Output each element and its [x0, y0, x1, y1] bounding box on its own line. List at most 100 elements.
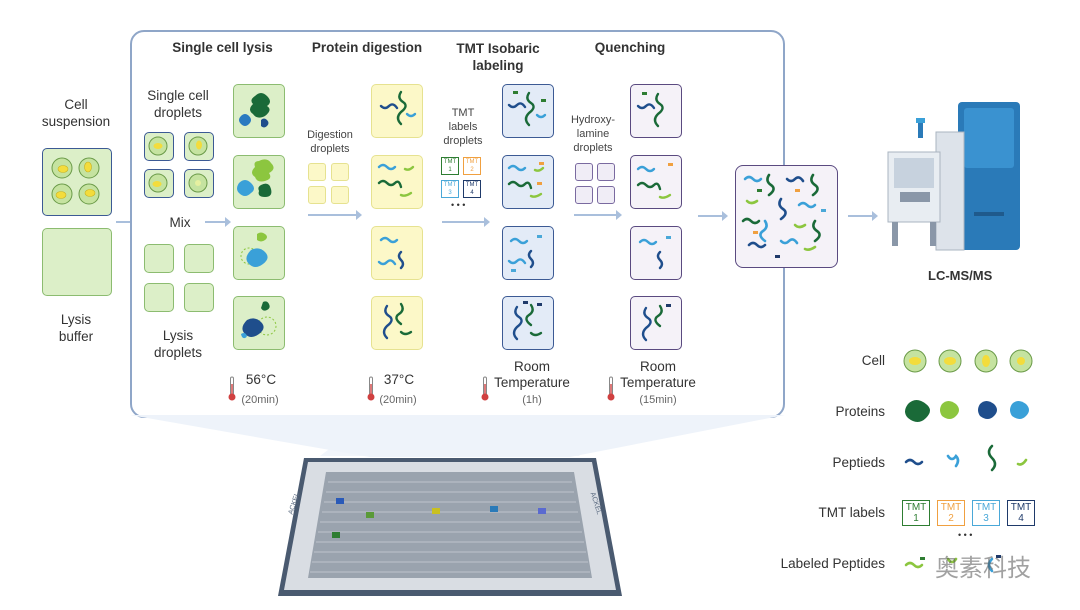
- hd-line2: lamine: [576, 128, 610, 140]
- tmt-tag-num: 3: [983, 513, 989, 524]
- tmt-tag-num: 1: [913, 513, 919, 524]
- lysis-time: (20min): [241, 394, 279, 406]
- quenching-temp-line1: Room: [639, 359, 676, 374]
- instrument-label: LC-MS/MS: [928, 268, 993, 283]
- lysis-buffer-well: [42, 228, 112, 296]
- lysis-result-droplet: [233, 226, 285, 280]
- digested-droplet: [371, 155, 423, 209]
- cell-suspension-well: [42, 148, 112, 216]
- arrow-labeling: [442, 217, 490, 227]
- single-cell-droplet: [144, 169, 174, 198]
- lysis-result-droplet: [233, 155, 285, 209]
- hydroxylamine-droplet: [575, 163, 593, 181]
- thermometer-icon: [228, 376, 236, 401]
- single-cell-droplets-label: Single cell droplets: [138, 87, 218, 121]
- arrow-quench: [574, 210, 622, 220]
- quenched-droplet: [630, 155, 682, 209]
- watermark-text: 奥素科技: [935, 554, 1031, 582]
- legend-protein-icons: [905, 400, 1029, 422]
- legend-peptide-icons: [904, 444, 1028, 472]
- quenched-droplet: [630, 296, 682, 350]
- step-tmt-line1: TMT Isobaric: [456, 41, 540, 56]
- chip-plate-icon: [278, 418, 622, 596]
- labeling-temp-line1: Room: [513, 359, 550, 374]
- tld-line3: droplets: [443, 135, 483, 147]
- tmt-ellipsis: • • •: [451, 200, 466, 210]
- legend-peptides-label: Peptieds: [832, 455, 885, 470]
- arrow-to-ms: [848, 211, 878, 221]
- quenching-time: (15min): [639, 394, 677, 406]
- quenched-droplet: [630, 84, 682, 138]
- tmt-tag-num: 4: [1018, 513, 1024, 524]
- quenching-temp: Room Temperature: [616, 359, 700, 391]
- single-cell-droplet: [144, 132, 174, 161]
- lysis-buffer-line2: buffer: [58, 329, 94, 344]
- hydroxylamine-droplets-label: Hydroxy- lamine droplets: [566, 113, 620, 155]
- scd-line1: Single cell: [147, 88, 209, 103]
- step-protein-digestion: Protein digestion: [311, 40, 423, 55]
- legend-cell-icons: [903, 349, 1033, 373]
- quenching-temp-line2: Temperature: [620, 375, 696, 390]
- labeled-droplet: [502, 84, 554, 138]
- tmt-tag-top: TMT: [1010, 502, 1032, 513]
- tld-line1: TMT: [451, 107, 475, 119]
- cell-suspension-label: Cell suspension: [40, 96, 112, 130]
- tmt-tag-top: TMT: [940, 502, 962, 513]
- legend-proteins-label: Proteins: [835, 404, 885, 419]
- lysis-result-droplet: [233, 84, 285, 138]
- labeled-droplet: [502, 296, 554, 350]
- cell-suspension-line1: Cell: [64, 97, 88, 112]
- legend-cell-label: Cell: [861, 353, 885, 368]
- digestion-temp: 37°C: [383, 372, 415, 387]
- dd-line1: Digestion: [307, 129, 353, 141]
- legend-labeled-peptides-label: Labeled Peptides: [780, 556, 885, 571]
- arrow-mix: [205, 217, 231, 227]
- step-single-cell-lysis: Single cell lysis: [172, 40, 273, 55]
- labeling-temp: Room Temperature: [490, 359, 574, 391]
- lysis-droplets-label: Lysis droplets: [138, 327, 218, 361]
- tmt-labels-droplets-label: TMT labels droplets: [437, 106, 489, 148]
- lysis-droplet: [144, 244, 174, 273]
- lysis-droplet: [144, 283, 174, 312]
- lysis-buffer-line1: Lysis: [60, 312, 92, 327]
- digestion-droplet: [308, 186, 326, 204]
- cell-suspension-line2: suspension: [41, 114, 111, 129]
- labeling-temp-line2: Temperature: [494, 375, 570, 390]
- tmt-tag-top: TMT: [905, 502, 927, 513]
- lysis-droplet: [184, 283, 214, 312]
- lysis-buffer-label: Lysis buffer: [40, 311, 112, 345]
- digested-droplet: [371, 296, 423, 350]
- tmt-tag-num: 2: [948, 513, 954, 524]
- hd-line3: droplets: [573, 142, 613, 154]
- thermometer-icon: [481, 376, 489, 401]
- digested-droplet: [371, 226, 423, 280]
- digestion-droplets-label: Digestion droplets: [300, 128, 360, 156]
- lc-ms-instrument-icon: [887, 102, 1020, 251]
- digested-droplet: [371, 84, 423, 138]
- single-cell-droplet: [184, 132, 214, 161]
- thermometer-icon: [607, 376, 615, 401]
- labeling-time: (1h): [522, 394, 542, 406]
- scd-line2: droplets: [153, 105, 203, 120]
- legend-labeled-peptide-icons: [904, 555, 1001, 573]
- tmt-tag-top: TMT: [975, 502, 997, 513]
- arrow-to-pool: [698, 211, 728, 221]
- arrow-digestion: [308, 210, 362, 220]
- mix-label: Mix: [169, 215, 191, 230]
- step-quenching: Quenching: [594, 40, 666, 55]
- digestion-droplet: [331, 163, 349, 181]
- hydroxylamine-droplet: [575, 186, 593, 204]
- lysis-droplet: [184, 244, 214, 273]
- labeled-droplet: [502, 226, 554, 280]
- legend-ellipsis: • • •: [958, 530, 973, 540]
- step-tmt-line2: labeling: [472, 58, 524, 73]
- digestion-droplet: [308, 163, 326, 181]
- thermometer-icon: [367, 376, 375, 401]
